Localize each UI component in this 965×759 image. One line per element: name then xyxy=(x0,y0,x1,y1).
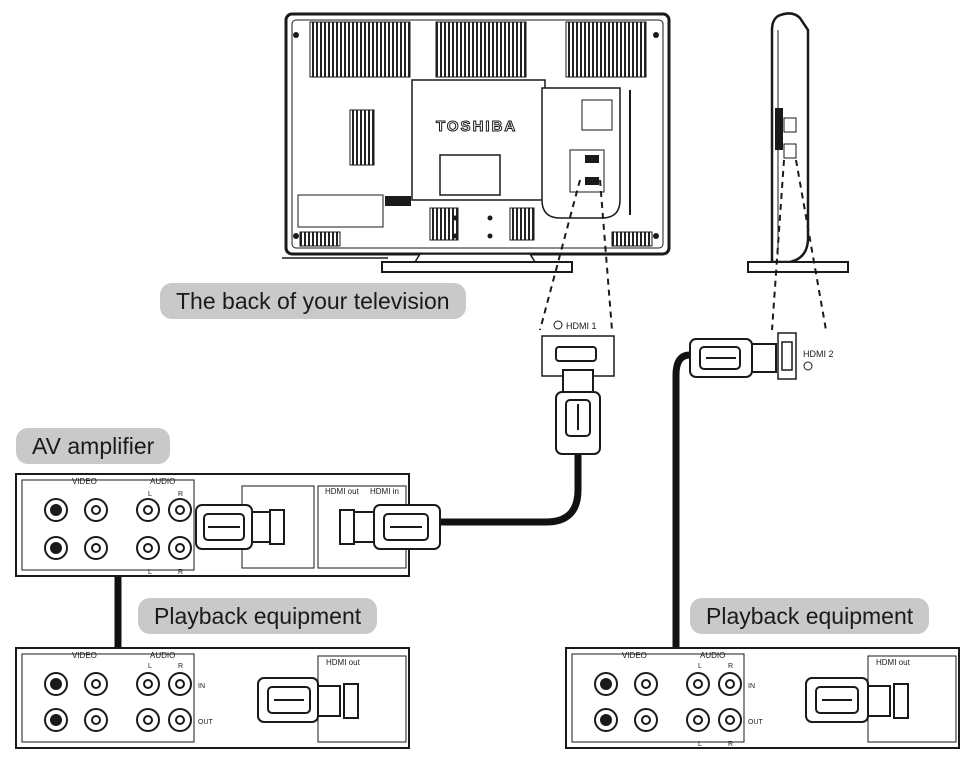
hdmi-plug-tv2 xyxy=(689,338,777,378)
label-playback-right: Playback equipment xyxy=(690,598,930,634)
hdmi2-label: HDMI 2 xyxy=(803,349,834,359)
svg-text:L: L xyxy=(698,741,702,748)
svg-text:VIDEO: VIDEO xyxy=(622,651,647,660)
playback-right-hdmi-out-label: HDMI out xyxy=(876,658,911,667)
svg-text:AUDIO: AUDIO xyxy=(150,651,175,660)
av-video-label: VIDEO xyxy=(72,477,97,486)
hdmi-plug-playback-left xyxy=(257,677,341,723)
vent-top-right xyxy=(565,21,647,78)
tv-brand-logo: TOSHIBA xyxy=(436,118,517,135)
label-av-amplifier: AV amplifier xyxy=(16,428,171,464)
svg-text:L: L xyxy=(148,491,152,498)
vent-bottom-left xyxy=(429,207,459,241)
vent-bottom-center xyxy=(509,207,535,241)
label-tv-back: The back of your television xyxy=(160,283,466,319)
callout-lines xyxy=(539,159,827,331)
hdmi-plug-av-out xyxy=(195,504,271,550)
tv-hdmi1-port xyxy=(585,155,599,163)
svg-text:L: L xyxy=(148,663,152,670)
svg-text:L: L xyxy=(148,569,152,576)
svg-text:VIDEO: VIDEO xyxy=(72,651,97,660)
vent-left xyxy=(349,109,375,166)
svg-text:R: R xyxy=(178,491,183,498)
hdmi-plug-av-in xyxy=(353,504,441,550)
svg-text:IN: IN xyxy=(198,683,205,690)
playback-left-device: VIDEO AUDIO L R IN OUT HDMI out xyxy=(15,647,410,749)
svg-text:OUT: OUT xyxy=(198,719,214,726)
av-hdmi-in-label: HDMI in xyxy=(370,487,399,496)
hdmi-plug-playback-right xyxy=(805,677,891,723)
av-hdmi-out-label: HDMI out xyxy=(325,487,360,496)
hdmi-plug-tv1 xyxy=(555,369,601,455)
svg-text:AUDIO: AUDIO xyxy=(700,651,725,660)
label-playback-left: Playback equipment xyxy=(138,598,378,634)
svg-text:R: R xyxy=(728,741,733,748)
hdmi2-inset: HDMI 2 xyxy=(777,332,834,380)
svg-text:IN: IN xyxy=(748,683,755,690)
tv-side-illustration xyxy=(747,12,849,273)
vent-top-left xyxy=(309,21,411,78)
svg-text:L: L xyxy=(698,663,702,670)
vent-top-center xyxy=(435,21,527,78)
av-audio-label: AUDIO xyxy=(150,477,175,486)
hdmi1-inset: HDMI 1 xyxy=(541,320,615,377)
svg-text:R: R xyxy=(178,569,183,576)
svg-text:R: R xyxy=(178,663,183,670)
tv-hdmi2-port xyxy=(783,143,797,159)
playback-left-hdmi-out-label: HDMI out xyxy=(326,658,361,667)
tv-back-illustration: TOSHIBA xyxy=(282,12,671,273)
svg-text:OUT: OUT xyxy=(748,719,764,726)
hdmi1-label: HDMI 1 xyxy=(566,321,597,331)
playback-right-device: VIDEO AUDIO L R IN OUT L R HDMI out xyxy=(565,647,960,749)
svg-text:R: R xyxy=(728,663,733,670)
